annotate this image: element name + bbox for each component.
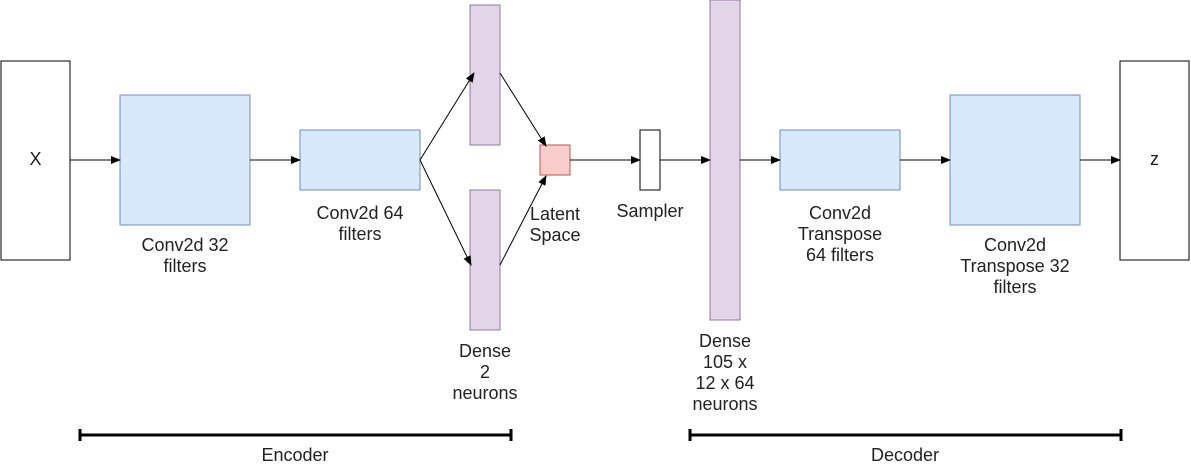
dense-big-box bbox=[709, 0, 741, 321]
dense-big-label: Dense 105 x 12 x 64 neurons bbox=[692, 331, 758, 414]
arrow-conv2-dense-top bbox=[419, 72, 475, 161]
convT64-label: Conv2d Transpose 64 filters bbox=[797, 203, 883, 265]
dense2-label: Dense 2 neurons bbox=[452, 341, 518, 403]
output-box bbox=[1119, 60, 1190, 261]
arrow-dense-bottom-latent bbox=[499, 175, 547, 266]
decoder-bracket bbox=[688, 429, 1123, 441]
encoder-bracket bbox=[78, 429, 513, 441]
sampler-box bbox=[639, 129, 661, 191]
encoder-label: Encoder bbox=[261, 445, 329, 465]
input-box bbox=[0, 60, 71, 261]
latent-box bbox=[539, 144, 571, 176]
arrow-dense-top-latent bbox=[499, 72, 547, 147]
conv1-box bbox=[119, 94, 251, 226]
input-label: X bbox=[29, 149, 42, 169]
conv2-box bbox=[299, 129, 421, 191]
conv1-label: Conv2d 32 filters bbox=[141, 235, 229, 276]
convT32-box bbox=[949, 94, 1081, 226]
convT32-label: Conv2d Transpose 32 filters bbox=[960, 235, 1070, 297]
convT64-box bbox=[779, 129, 901, 191]
conv2-label: Conv2d 64 filters bbox=[316, 203, 404, 244]
decoder-label: Decoder bbox=[870, 445, 940, 465]
dense-top-box bbox=[469, 4, 501, 146]
output-label: z bbox=[1150, 149, 1159, 169]
dense-bottom-box bbox=[469, 189, 501, 331]
sampler-label: Sampler bbox=[616, 201, 684, 221]
latent-label: Latent Space bbox=[529, 204, 581, 245]
arrow-conv2-dense-bottom bbox=[419, 159, 472, 266]
